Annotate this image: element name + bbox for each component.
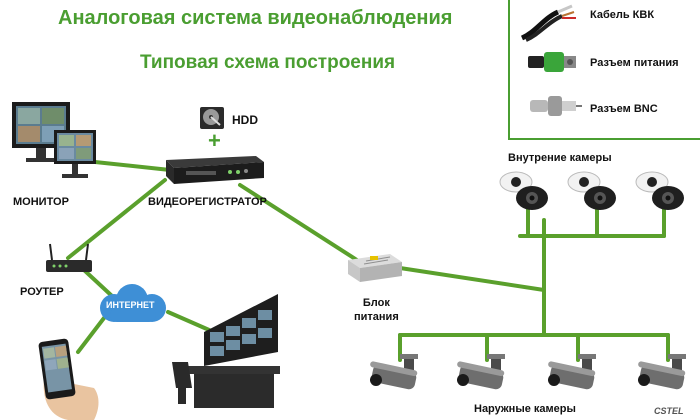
smartphone-icon bbox=[38, 338, 99, 420]
page-title: Аналоговая система видеонаблюдения bbox=[58, 7, 453, 29]
hdd-icon bbox=[200, 107, 224, 129]
power-supply-label: Блок питания bbox=[354, 297, 399, 323]
monitor-label: МОНИТОР bbox=[13, 196, 69, 208]
coax-cable-icon bbox=[520, 4, 576, 42]
monitor-icon bbox=[12, 102, 96, 178]
dvr-icon bbox=[166, 156, 264, 184]
outdoor-cameras-label: Наружные камеры bbox=[474, 403, 576, 415]
router-icon bbox=[46, 243, 92, 272]
indoor-cameras-label: Внутрение камеры bbox=[508, 152, 612, 164]
line-dvr-power bbox=[238, 183, 362, 264]
router-label: РОУТЕР bbox=[20, 286, 64, 298]
page-subtitle: Типовая схема построения bbox=[140, 52, 396, 73]
line-router-internet bbox=[82, 268, 114, 298]
power-connector-icon bbox=[528, 52, 576, 72]
bullet-camera-icon bbox=[370, 354, 418, 390]
power-supply-icon bbox=[348, 254, 402, 282]
legend-label-power-connector: Разъем питания bbox=[590, 57, 679, 69]
bnc-connector-icon bbox=[530, 96, 582, 116]
bullet-camera-icon bbox=[548, 354, 596, 390]
plus-sign: + bbox=[208, 128, 221, 153]
legend-label-cable: Кабель КВК bbox=[590, 9, 655, 21]
dome-camera-icon bbox=[635, 171, 684, 210]
legend-panel: Кабель КВК Разъем питания Разъем BNC bbox=[508, 0, 700, 140]
hdd-label: HDD bbox=[232, 113, 258, 127]
line-internet-phone bbox=[76, 316, 106, 354]
monitoring-workstation-icon bbox=[172, 294, 280, 408]
brand-logo: CSTEL bbox=[654, 406, 684, 416]
legend-label-bnc: Разъем BNC bbox=[590, 103, 658, 115]
internet-label: ИНТЕРНЕТ bbox=[106, 300, 155, 310]
line-monitor-dvr bbox=[93, 160, 172, 172]
line-power-trunk bbox=[398, 266, 546, 292]
dvr-label: ВИДЕОРЕГИСТРАТОР bbox=[148, 196, 267, 208]
line-dvr-router bbox=[66, 178, 167, 260]
dome-camera-icon bbox=[499, 171, 548, 210]
dome-camera-icon bbox=[567, 171, 616, 210]
internet-cloud-icon bbox=[100, 284, 166, 322]
bullet-camera-icon bbox=[457, 354, 505, 390]
bullet-camera-icon bbox=[638, 354, 686, 390]
